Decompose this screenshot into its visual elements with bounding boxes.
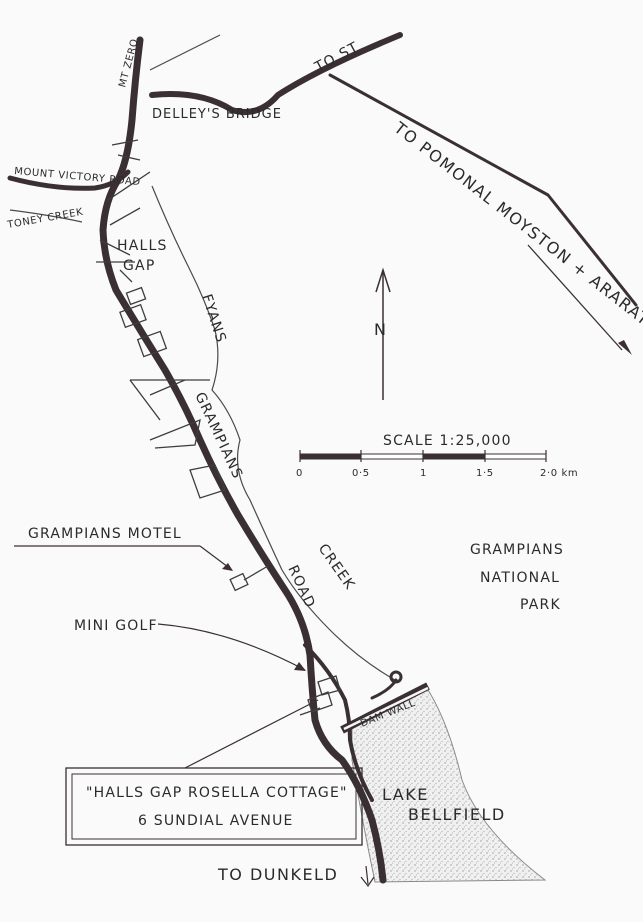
label-grampians-motel: GRAMPIANS MOTEL [28, 526, 182, 542]
creek-upper [149, 34, 221, 71]
halls-gap-streets [96, 139, 151, 283]
label-lake: LAKE [382, 785, 429, 804]
road-to-stawell [149, 32, 403, 116]
cottage-box-outer [65, 767, 363, 846]
building-blocks [119, 286, 341, 716]
fyans-creek [151, 185, 396, 681]
label-park-2: NATIONAL [480, 570, 560, 586]
dunkeld-arrow [365, 865, 369, 885]
north-arrow [375, 267, 391, 400]
dunkeld-arrow-head [360, 876, 375, 888]
label-halls: HALLS [117, 238, 168, 254]
scale-tick-3: 1·5 [476, 468, 494, 479]
road-to-pomonal [328, 73, 638, 307]
cottage-address: 6 SUNDIAL AVENUE [138, 813, 294, 829]
grampians-road [99, 36, 387, 884]
label-mini-golf: MINI GOLF [74, 618, 158, 634]
mini-golf-arrow [157, 623, 306, 671]
mini-golf-arrow-head [294, 662, 306, 671]
dam-wall-inner [343, 686, 429, 731]
cottage-leader [184, 699, 319, 769]
dam-road [370, 678, 398, 700]
lake-road [303, 643, 374, 802]
motel-arrow-head [222, 563, 233, 571]
scale-tick-1: 0·5 [352, 468, 370, 479]
label-creek: CREEK [315, 541, 358, 593]
scale-tick-4: 2·0 km [540, 468, 578, 479]
cottage-box-inner [71, 773, 357, 840]
label-delleys-bridge: DELLEY'S BRIDGE [152, 107, 282, 122]
label-to-dunkeld: TO DUNKELD [217, 865, 338, 884]
label-gap: GAP [123, 258, 155, 274]
cottage-name: "HALLS GAP ROSELLA COTTAGE" [86, 785, 348, 801]
label-park-3: PARK [520, 597, 561, 613]
label-bellfield: BELLFIELD [408, 805, 506, 824]
scale-tick-0: 0 [296, 468, 303, 479]
label-fyans: FYANS [198, 292, 229, 345]
pomonal-arrow-head [618, 340, 632, 355]
label-park-1: GRAMPIANS [470, 542, 564, 558]
scale-title: SCALE 1:25,000 [383, 433, 512, 449]
stony-creek-line [9, 209, 83, 223]
north-label: N [374, 320, 387, 339]
scale-tick-2: 1 [420, 468, 427, 479]
scale-bar [299, 450, 547, 462]
label-to-pomonal: TO POMONAL MOYSTON + ARARAT [390, 118, 643, 330]
pomonal-arrow-line [527, 244, 623, 351]
